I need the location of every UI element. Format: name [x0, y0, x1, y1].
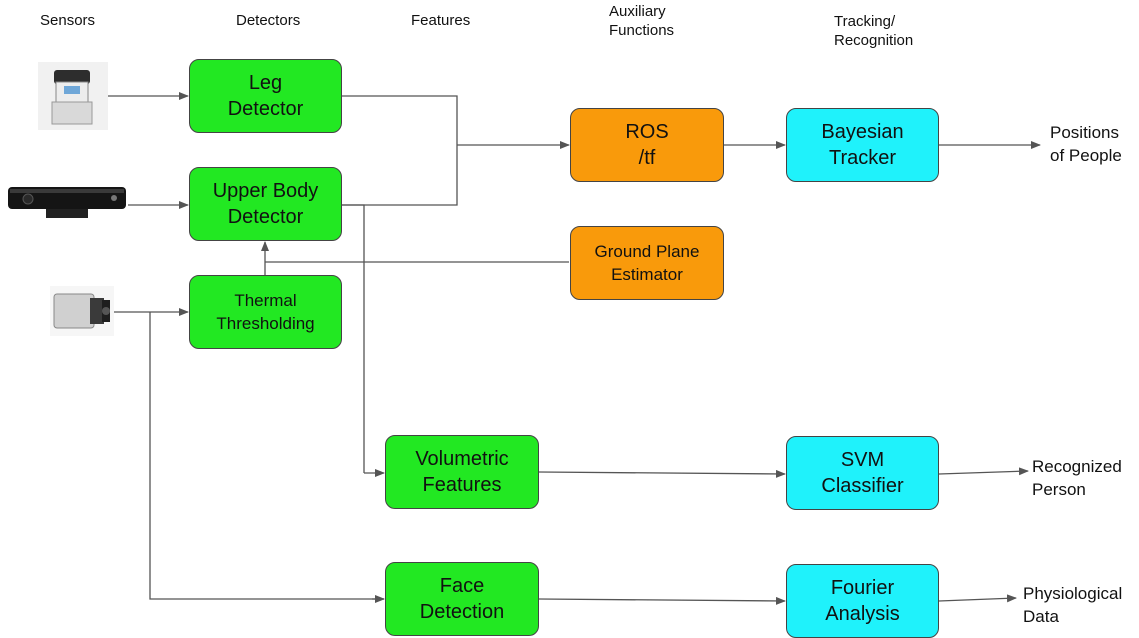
- svm-classifier-label: SVM Classifier: [821, 449, 904, 497]
- arrow-fourier-to-physio: [938, 594, 1017, 603]
- depth-camera-icon: [6, 184, 128, 220]
- arrow-face-to-fourier: [538, 596, 786, 605]
- face-detection-label: Face Detection: [419, 575, 505, 623]
- column-heading-features: Features: [411, 12, 471, 29]
- ros-tf-box: ROS /tf: [570, 108, 724, 182]
- fourier-analysis-box: Fourier Analysis: [786, 564, 939, 638]
- line-leg-merge: [342, 95, 458, 145]
- column-heading-sensors: Sensors: [40, 12, 96, 29]
- line-upper-merge: [342, 145, 458, 206]
- column-heading-auxiliary: Auxiliary Functions: [609, 3, 675, 39]
- output-recognized-person: Recognized Person: [1032, 457, 1122, 499]
- ros-tf-label: ROS /tf: [625, 121, 669, 169]
- leg-detector-box: Leg Detector: [189, 59, 342, 133]
- leg-detector-label: Leg Detector: [227, 72, 304, 120]
- bayesian-tracker-box: Bayesian Tracker: [786, 108, 939, 182]
- output-physiological-data: Physiological Data: [1023, 584, 1123, 626]
- fourier-analysis-label: Fourier Analysis: [825, 577, 900, 625]
- face-detection-box: Face Detection: [385, 562, 539, 636]
- line-thermal-down: [149, 312, 384, 600]
- thermal-thresholding-box: Thermal Thresholding: [189, 275, 342, 349]
- output-positions-of-people: Positions of People: [1050, 123, 1122, 165]
- bayesian-tracker-label: Bayesian Tracker: [821, 121, 904, 169]
- ground-plane-estimator-box: Ground Plane Estimator: [570, 226, 724, 300]
- volumetric-features-label: Volumetric Features: [415, 448, 509, 496]
- column-heading-tracking: Tracking/ Recognition: [834, 13, 914, 49]
- upper-body-detector-label: Upper Body Detector: [212, 180, 319, 228]
- column-heading-detectors: Detectors: [236, 12, 301, 29]
- ground-plane-estimator-label: Ground Plane Estimator: [594, 242, 700, 284]
- thermal-thresholding-label: Thermal Thresholding: [216, 291, 315, 333]
- arrow-volumetric-to-svm: [538, 469, 786, 478]
- volumetric-features-box: Volumetric Features: [385, 435, 539, 509]
- svm-classifier-box: SVM Classifier: [786, 436, 939, 510]
- thermal-camera-icon: [50, 286, 114, 336]
- upper-body-detector-box: Upper Body Detector: [189, 167, 342, 241]
- line-upper-to-volumetric: [342, 204, 365, 473]
- laser-scanner-icon: [38, 62, 108, 130]
- arrow-svm-to-recognized: [938, 467, 1029, 476]
